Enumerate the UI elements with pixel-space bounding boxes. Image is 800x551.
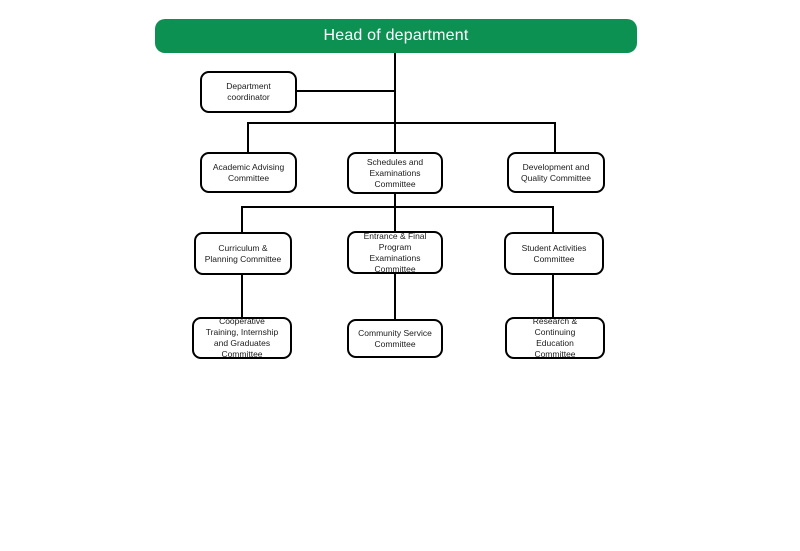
connector-schedules-to-level2 <box>394 193 396 232</box>
node-student-activities-committee: Student Activities Committee <box>504 232 604 275</box>
connector-curriculum-to-cooperative <box>241 274 243 317</box>
node-community-service-committee: Community Service Committee <box>347 319 443 358</box>
node-head-of-department: Head of department <box>155 19 637 53</box>
node-development-quality-committee: Development and Quality Committee <box>507 152 605 193</box>
connector-level1-bar <box>247 122 556 124</box>
connector-head-to-level1 <box>394 52 396 152</box>
connector-coordinator-link <box>297 90 396 92</box>
connector-level1-drop-left <box>247 122 249 152</box>
node-academic-advising-committee: Academic Advising Committee <box>200 152 297 193</box>
node-entrance-final-program-examinations-committee: Entrance & Final Program Examinations Co… <box>347 231 443 274</box>
connector-level2-bar <box>241 206 554 208</box>
connector-entrance-to-community <box>394 273 396 319</box>
connector-student-to-research <box>552 274 554 317</box>
connector-level2-drop-left <box>241 206 243 232</box>
connector-level2-drop-right <box>552 206 554 232</box>
node-curriculum-planning-committee: Curriculum & Planning Committee <box>194 232 292 275</box>
node-department-coordinator: Department coordinator <box>200 71 297 113</box>
node-cooperative-training-internship-graduates-committee: Cooperative Training, Internship and Gra… <box>192 316 292 359</box>
connector-level1-drop-right <box>554 122 556 152</box>
node-research-continuing-education-committee: Research & Continuing Education Committe… <box>505 316 605 359</box>
node-schedules-examinations-committee: Schedules and Examinations Committee <box>347 152 443 194</box>
